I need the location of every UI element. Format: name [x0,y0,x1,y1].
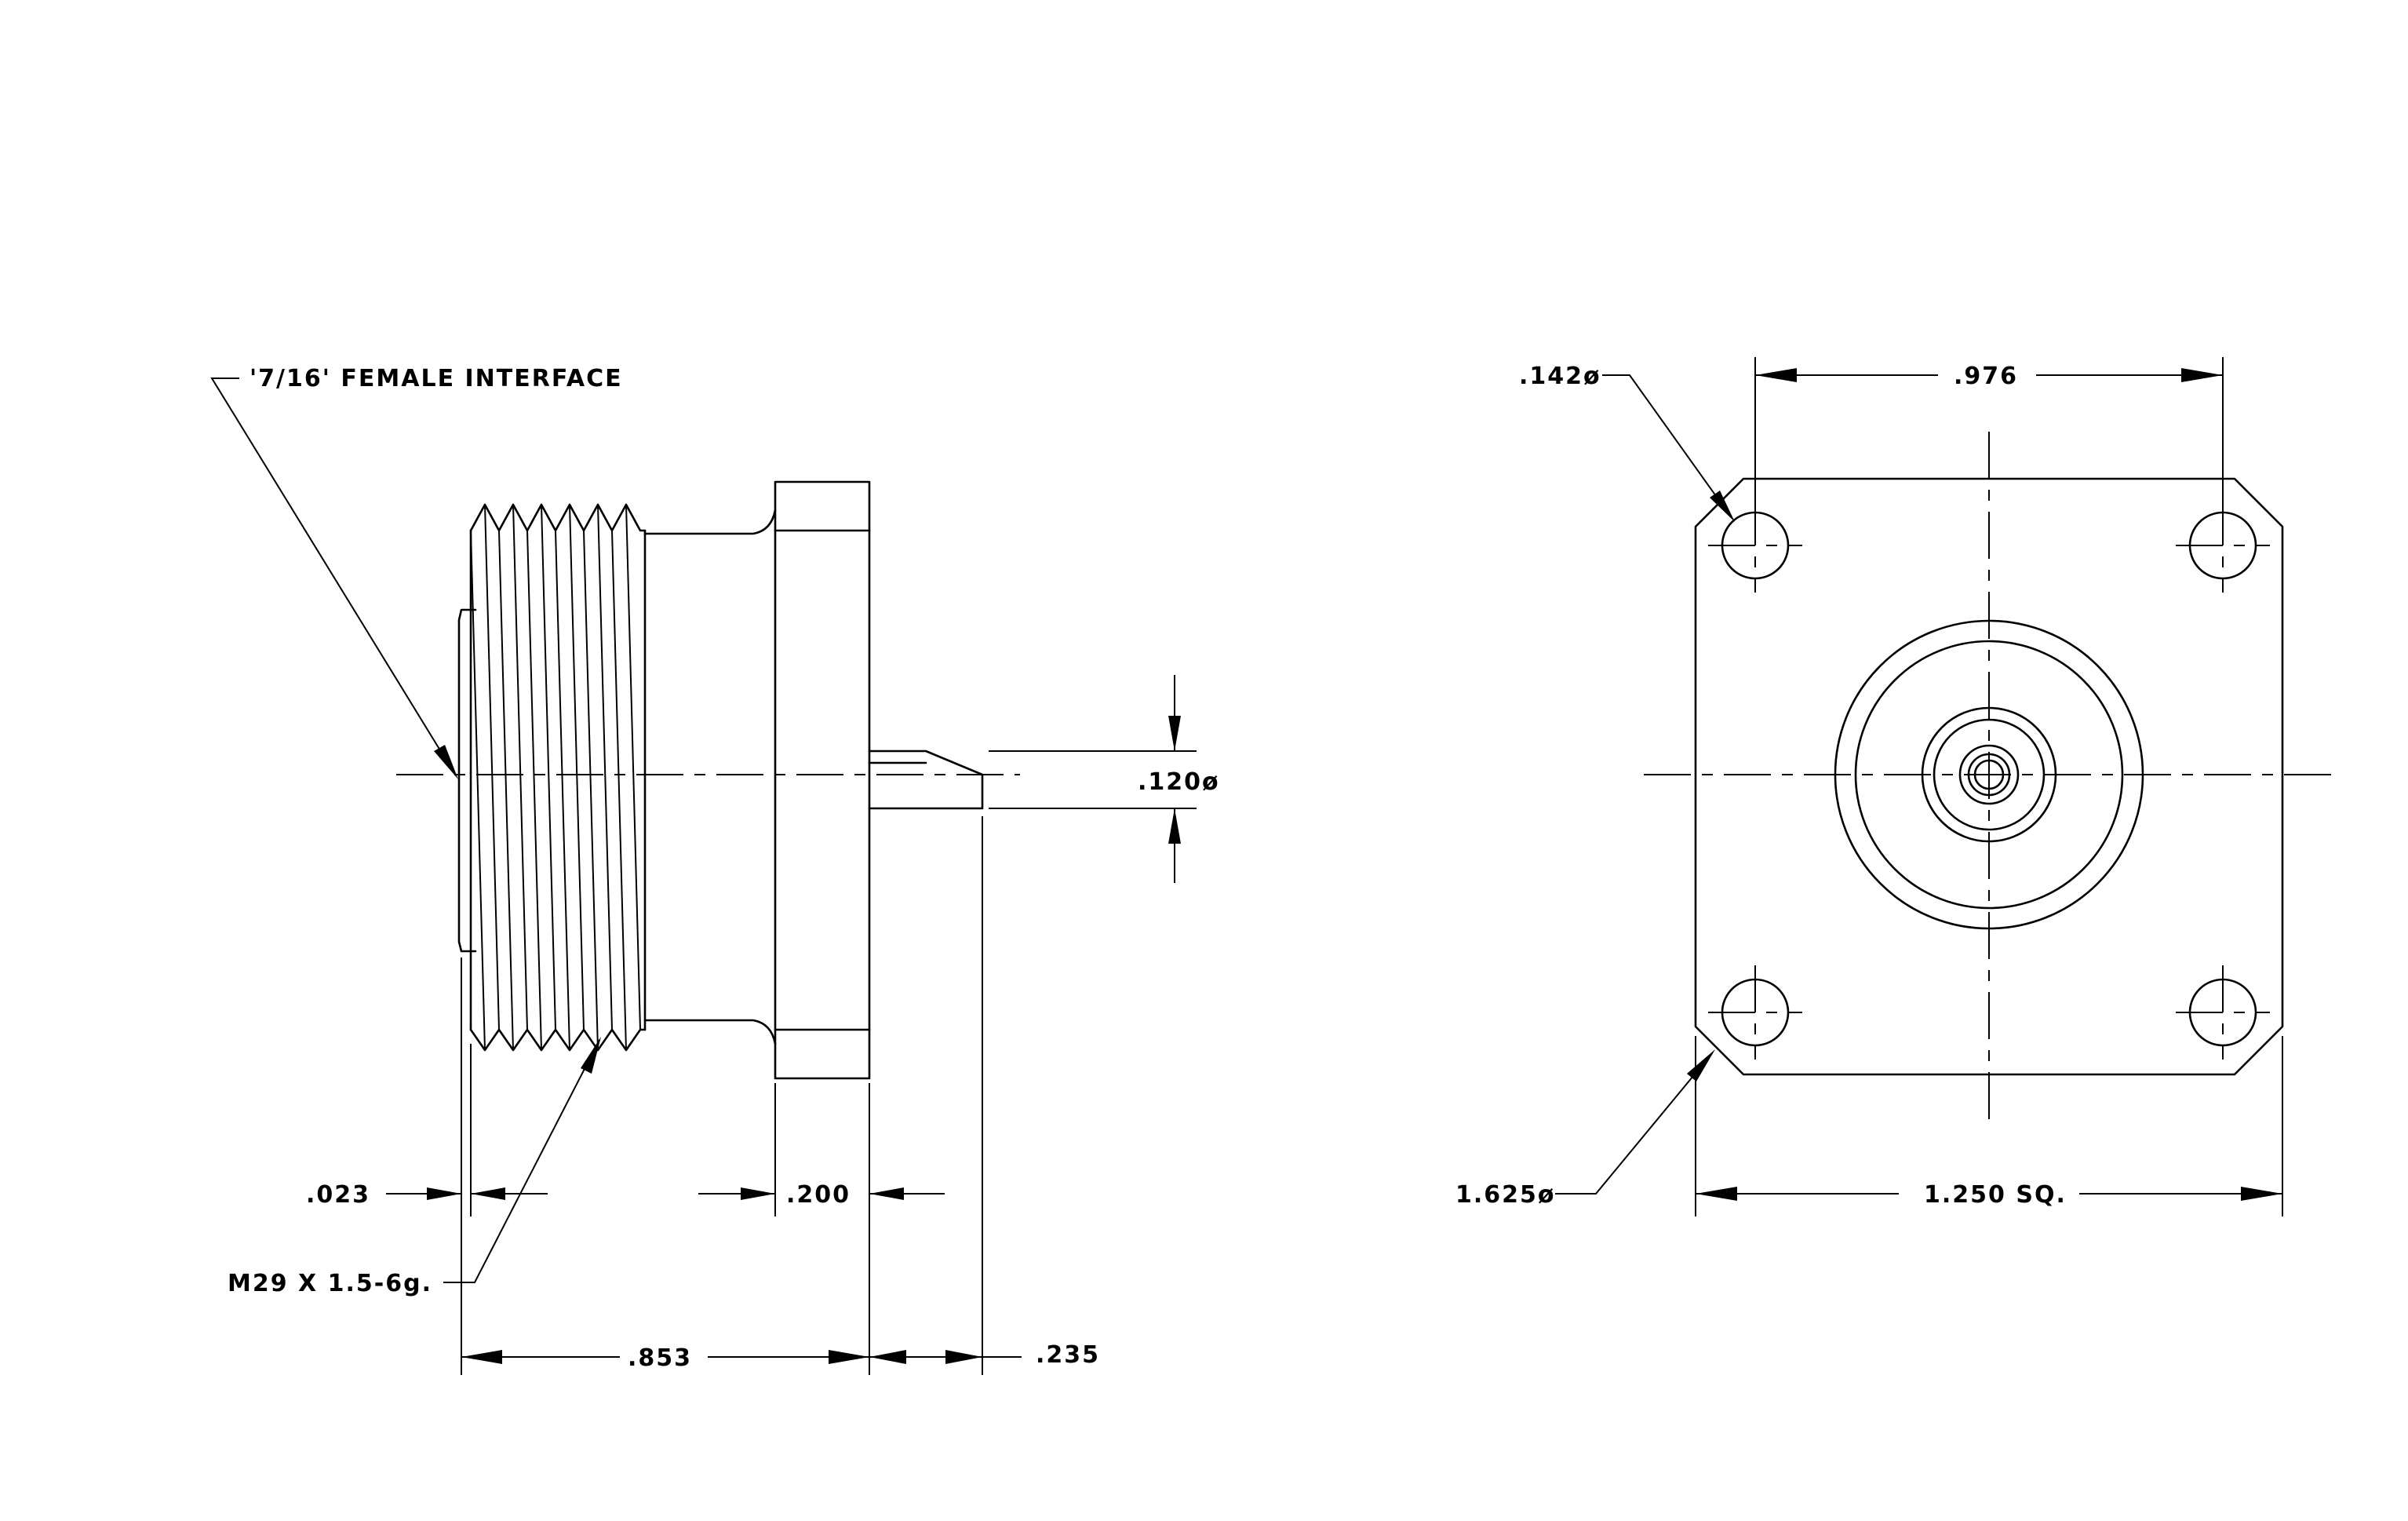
dim-023-group: .023 [306,1181,548,1209]
bolt-circle-leader: 1.625ø [1455,1049,1715,1209]
interface-face [1834,619,2144,930]
dim-023-label: .023 [306,1181,370,1209]
thread-label: M29 X 1.5-6g. [228,1270,432,1297]
dim-200-label: .200 [786,1181,851,1209]
dim-120-group: .120ø [989,675,1220,883]
dim-235-label: .235 [1036,1341,1100,1369]
side-view: .120ø '7/16' FEMALE INTERFACE M29 X 1.5-… [210,365,1220,1375]
dim-square-group: 1.250 SQ. [1695,1036,2283,1216]
threaded-body [469,503,647,1052]
neck [643,509,777,535]
dim-square-label: 1.250 SQ. [1924,1181,2067,1209]
dim-976-group: .976 [1754,357,2224,502]
bolt-circle-label: 1.625ø [1455,1181,1556,1209]
mounting-holes [1708,498,2270,1060]
dim-200-group: .200 [698,1181,945,1209]
center-pin [868,750,984,810]
front-view: .976 .142ø 1.625ø 1.250 SQ. [1455,357,2334,1216]
hole-dia-leader: .142ø [1519,363,1735,522]
dim-853-label: .853 [628,1344,692,1372]
thread-leader: M29 X 1.5-6g. [228,1037,601,1297]
flange [774,480,871,1080]
hole-dia-label: .142ø [1519,363,1601,390]
dim-976-label: .976 [1954,363,2018,390]
dim-120-label: .120ø [1138,768,1220,796]
interface-lip [457,608,477,953]
interface-label: '7/16' FEMALE INTERFACE [250,365,623,392]
dim-235-group: .235 [869,1341,1100,1369]
dim-853-group: .853 [461,1344,869,1372]
square-flange [1694,477,2284,1076]
interface-leader: '7/16' FEMALE INTERFACE [210,365,623,779]
